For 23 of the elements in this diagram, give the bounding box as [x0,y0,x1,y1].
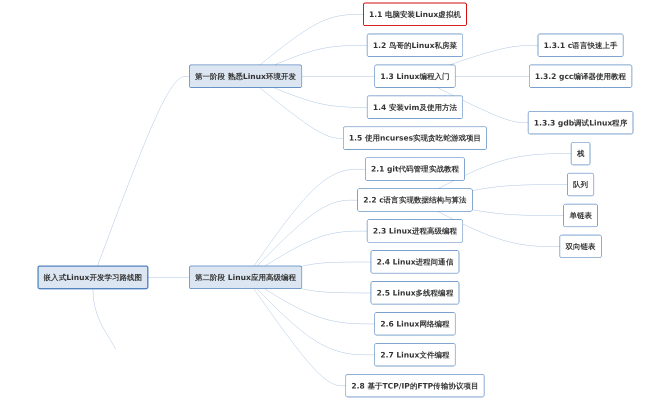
connector-line [264,288,376,324]
connector-line [472,184,568,191]
connector-line [302,76,376,77]
connector-line [97,76,190,266]
connector-line [254,288,346,386]
connector-line [274,88,368,108]
connector-line [92,288,116,350]
connector-line [274,45,368,66]
connector-line [256,288,376,356]
connector-line [254,169,366,266]
connector-line [472,210,564,216]
connector-line [260,14,364,66]
connector-line [438,211,560,247]
connector-line [438,154,572,190]
connector-line [300,288,372,294]
connector-line [438,88,529,124]
connector-line [260,88,344,138]
connector-line [256,200,358,266]
connector-line [264,230,368,266]
connector-line [300,262,372,267]
connector-line [148,277,190,278]
connector-line [455,76,530,77]
connector-line [448,45,538,66]
